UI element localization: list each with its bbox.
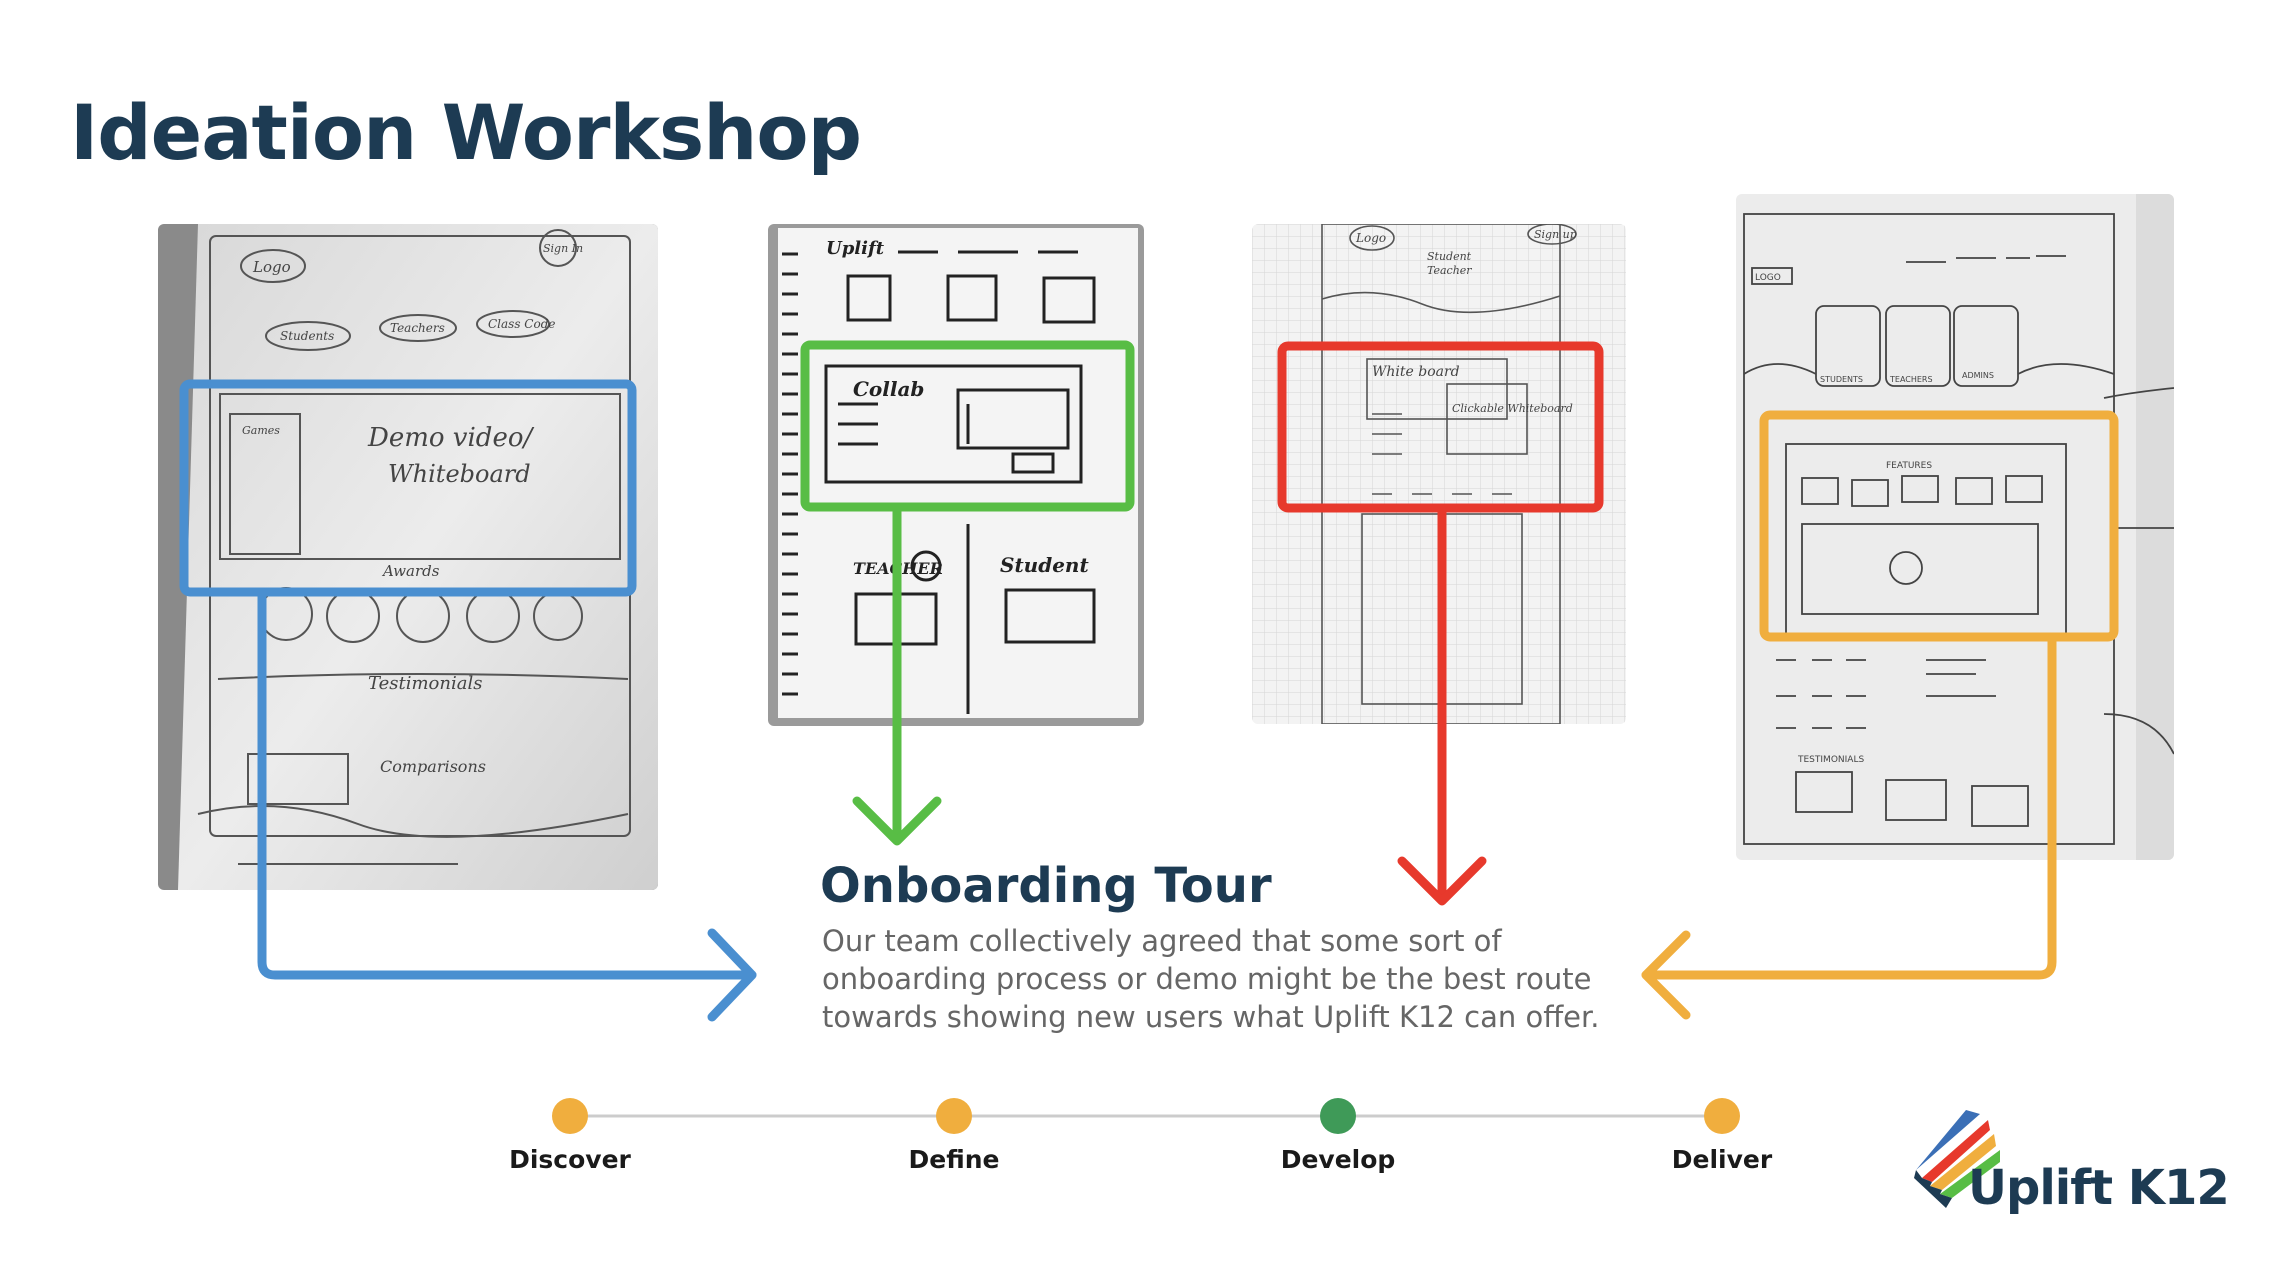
sketch-1-teachers-label: Teachers [390, 321, 445, 335]
sketch-1-testimonials-label: Testimonials [368, 673, 482, 694]
sketch-3-student-label: Student [1427, 250, 1472, 263]
sketch-4-admins-label: ADMINS [1962, 371, 1994, 380]
arrowhead-green [852, 796, 942, 846]
brand-name: Uplift K12 [1968, 1160, 2230, 1216]
sketch-3-signup-label: Sign up [1534, 228, 1577, 241]
sketch-3-logo-label: Logo [1355, 231, 1386, 245]
page-title: Ideation Workshop [70, 88, 862, 177]
sketch-1-logo-label: Logo [252, 258, 291, 276]
stage-label-develop: Develop [1280, 1145, 1396, 1174]
sketch-1-whiteboard-label: Whiteboard [388, 460, 531, 488]
arrowhead-red [1397, 856, 1487, 906]
sketch-4-teachers-label: TEACHERS [1889, 375, 1933, 384]
sketch-1-classcode-label: Class Code [488, 317, 556, 331]
sketch-photo-4: LOGO STUDENTS TEACHERS ADMINS FEATURES T… [1736, 194, 2174, 860]
sketch-1-demo-label: Demo video/ [367, 423, 534, 453]
arrowhead-orange [1641, 930, 1691, 1020]
sketch-1-comparisons-label: Comparisons [380, 757, 486, 776]
stage-label-define: Define [908, 1145, 1000, 1174]
brand-logo: Uplift K12 [1908, 1108, 2230, 1228]
sketch-4-students-label: STUDENTS [1820, 375, 1863, 384]
sketch-3-whiteboard-label: White board [1372, 364, 1460, 380]
onboarding-tour-title: Onboarding Tour [820, 858, 1272, 914]
onboarding-tour-description: Our team collectively agreed that some s… [822, 924, 1600, 1034]
sketch-1-signin-label: Sign In [543, 242, 583, 255]
sketch-photo-2: Uplift Collab TEACHER Student [768, 224, 1144, 726]
uplift-logo-mark [1914, 1110, 2000, 1208]
sketch-3-teacher-label: Teacher [1427, 264, 1472, 277]
sketch-4-testimonials-label: TESTIMONIALS [1797, 755, 1864, 765]
sketch-1-awards-label: Awards [381, 562, 440, 580]
sketch-1-students-label: Students [280, 329, 334, 343]
sketch-4-features-label: FEATURES [1886, 461, 1932, 471]
sketch-2-brand-label: Uplift [826, 238, 885, 259]
sketch-photo-1: Logo Sign In Students Teachers Class Cod… [158, 224, 658, 890]
arrowhead-blue [707, 928, 757, 1022]
stage-label-deliver: Deliver [1671, 1145, 1773, 1174]
timeline-dot-define [936, 1098, 972, 1134]
sketch-2-collab-label: Collab [853, 377, 924, 401]
sketch-2-teacher-label: TEACHER [853, 559, 943, 578]
sketch-1-games-label: Games [242, 424, 280, 437]
stage-label-discover: Discover [509, 1145, 631, 1174]
timeline-dot-develop [1320, 1098, 1356, 1134]
timeline-dot-discover [552, 1098, 588, 1134]
sketch-2-student-label: Student [1000, 553, 1089, 577]
sketch-4-logo-label: LOGO [1755, 273, 1781, 283]
sketch-3-clickable-label: Clickable Whiteboard [1452, 402, 1573, 415]
sketch-photo-3: Logo Sign up Student Teacher White board… [1252, 224, 1626, 724]
timeline-dot-deliver [1704, 1098, 1740, 1134]
